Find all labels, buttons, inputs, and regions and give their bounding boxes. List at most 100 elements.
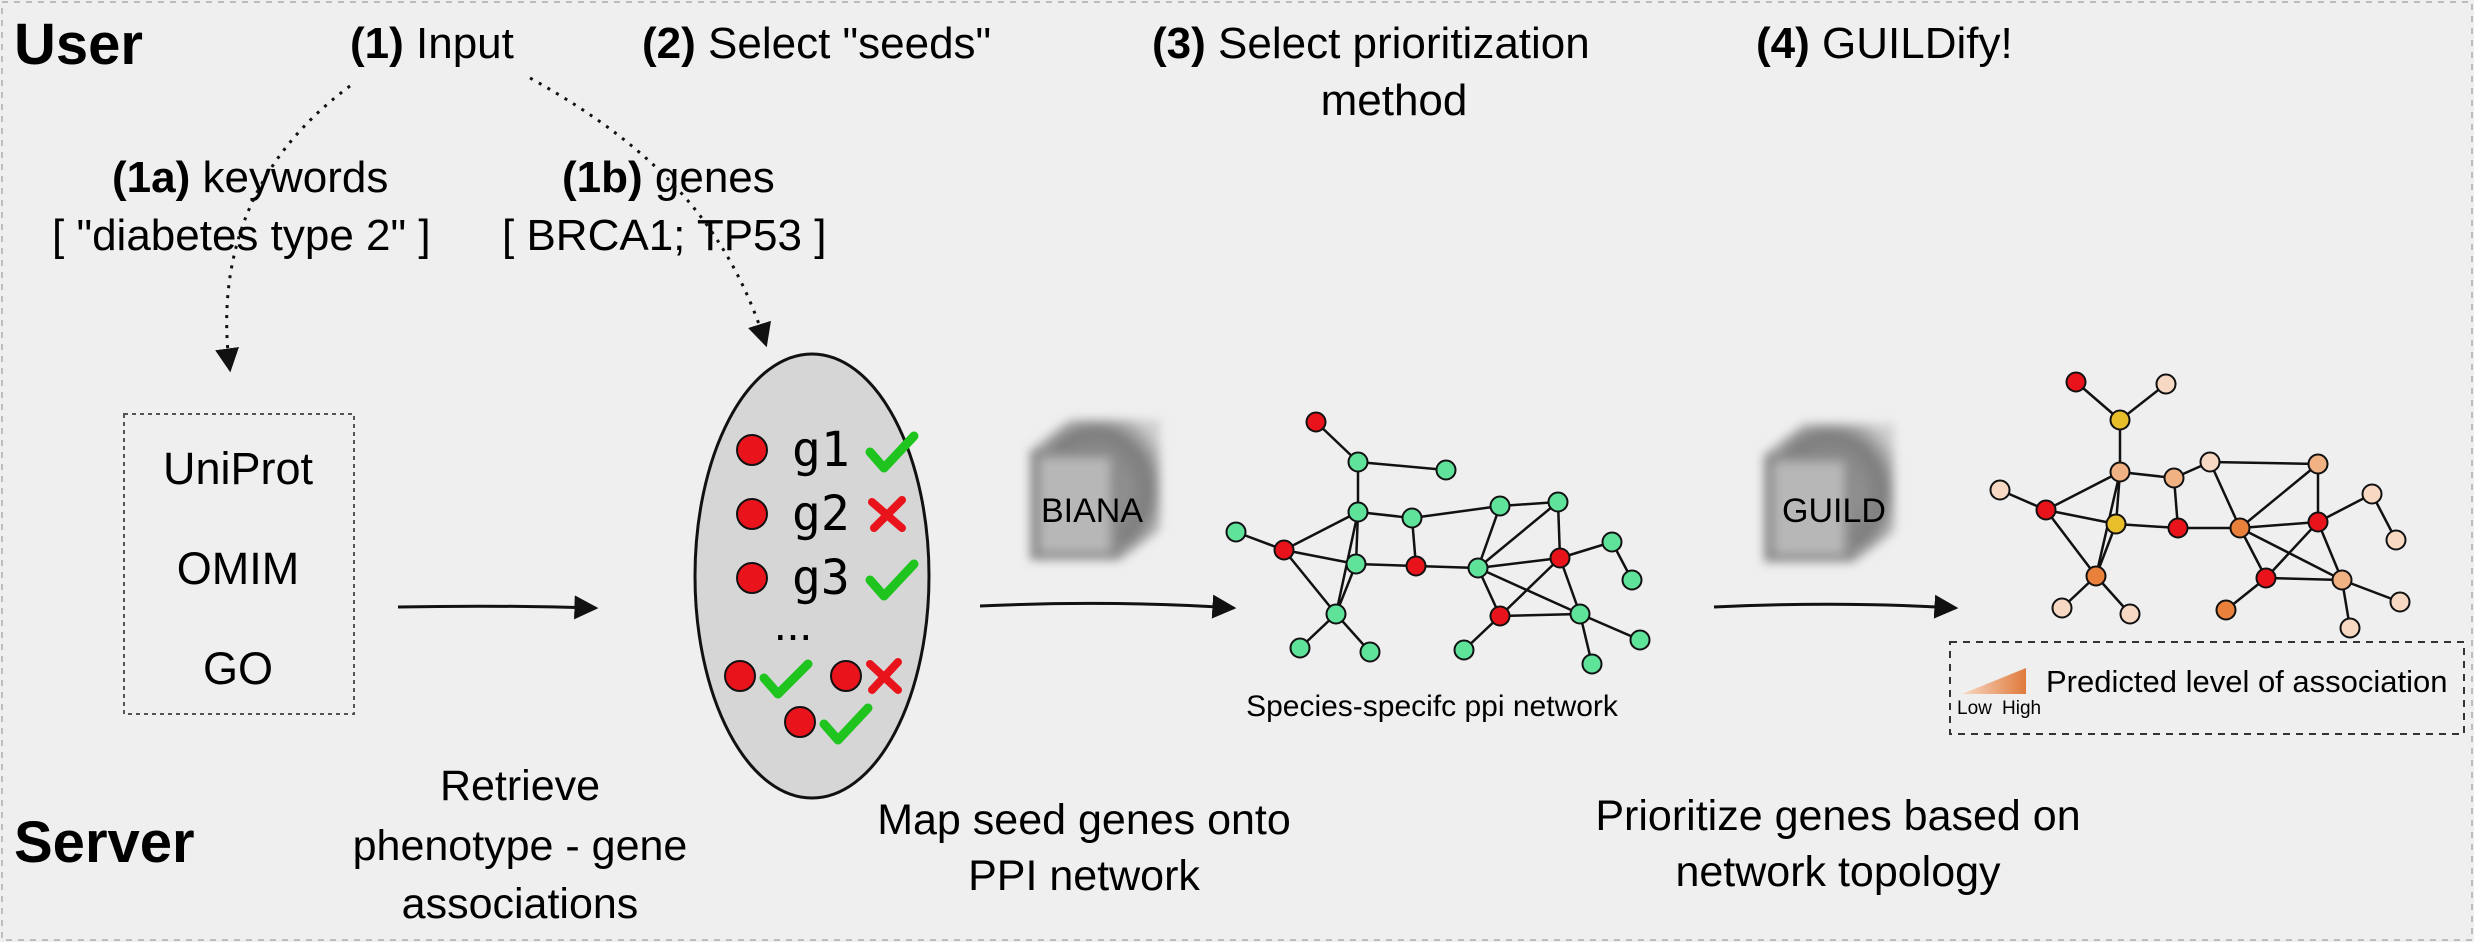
check-icon [759, 659, 813, 699]
network-node [1289, 637, 1311, 659]
network-edge [1283, 549, 1337, 615]
network-node [1629, 629, 1651, 651]
server-retrieve-line2: phenotype - gene [353, 822, 688, 870]
server-lane-title: Server [14, 810, 195, 875]
network-node [2119, 603, 2141, 625]
network-node [1273, 539, 1295, 561]
seed-gene-row: g2 [736, 486, 906, 542]
server-map-line2: PPI network [968, 852, 1200, 900]
arrow-databases-to-seeds [397, 595, 599, 620]
guild-label: GUILD [1782, 492, 1886, 530]
seed-gene-row: g3 [736, 550, 919, 606]
network-edge [2239, 526, 2343, 582]
network-node [2339, 617, 2361, 639]
seed-node [736, 562, 768, 594]
network-node [1453, 639, 1475, 661]
network-node [1621, 569, 1643, 591]
network-node [1547, 491, 1569, 513]
network-node [1467, 557, 1489, 579]
arrow-seeds-to-network [979, 594, 1237, 619]
seed-ellipsis: ... [774, 598, 812, 650]
network-node [2105, 513, 2127, 535]
network-node [1435, 459, 1457, 481]
network-node [1347, 501, 1369, 523]
check-icon [819, 703, 873, 745]
network-node [2109, 461, 2131, 483]
network-node [1325, 603, 1347, 625]
network-edge [2265, 576, 2343, 582]
check-icon [865, 431, 919, 473]
legend-high: High [2002, 698, 2041, 719]
network-edge [1579, 612, 1641, 642]
seed-gene-row: g1 [736, 422, 919, 478]
network-node [2065, 371, 2087, 393]
network-node [1347, 451, 1369, 473]
arrow-network-to-ranked [1713, 594, 1959, 619]
network-node [1549, 547, 1571, 569]
step-3-select-method-line2: method [1321, 76, 1468, 125]
network-node [2385, 529, 2407, 551]
network-node [2109, 409, 2131, 431]
network-node [2389, 591, 2411, 613]
seed-gene-label: g1 [792, 422, 850, 478]
server-retrieve-line1: Retrieve [440, 762, 600, 810]
network-edge [2239, 463, 2319, 529]
network-node [2307, 511, 2329, 533]
network-node [2331, 569, 2353, 591]
network-node [1345, 553, 1367, 575]
network-node [2085, 565, 2107, 587]
association-legend: Low High Predicted level of association [1949, 641, 2465, 735]
network-node [2167, 517, 2189, 539]
cross-icon [866, 658, 902, 694]
seed-gene-label: g2 [792, 486, 850, 542]
guild-cube-icon: GUILD [1764, 424, 1894, 562]
seed-node [830, 660, 862, 692]
legend-low: Low [1957, 698, 1992, 719]
network-edge [1477, 566, 1581, 616]
legend-gradient-wedge [1962, 668, 2026, 694]
network-edge [1499, 557, 1561, 617]
database-go: GO [203, 643, 273, 694]
ranked-network [1989, 371, 2411, 639]
database-uniprot: UniProt [163, 443, 314, 494]
network-edge [2045, 509, 2097, 577]
network-node [2361, 483, 2383, 505]
network-node [1489, 495, 1511, 517]
network-edge [2045, 508, 2117, 526]
legend-title: Predicted level of association [2046, 664, 2448, 699]
network-label: Species-specifc ppi network [1246, 690, 1619, 723]
seed-extra-group [724, 658, 902, 745]
network-edge [1499, 612, 1581, 618]
network-edge [2209, 460, 2319, 466]
network-node [1405, 555, 1427, 577]
network-node [2229, 517, 2251, 539]
database-box [123, 413, 355, 715]
network-node [1401, 507, 1423, 529]
network-edge [2265, 521, 2319, 579]
input-1b-value: [ BRCA1; TP53 ] [502, 211, 826, 260]
server-map-line1: Map seed genes onto [877, 796, 1291, 844]
network-node [2215, 599, 2237, 621]
seed-node [784, 706, 816, 738]
input-1a-value: [ "diabetes type 2" ] [52, 211, 431, 260]
network-node [2163, 467, 2185, 489]
network-edge [1357, 460, 1447, 472]
seed-gene-label: g3 [792, 550, 850, 606]
network-node [1225, 521, 1247, 543]
network-node [1601, 531, 1623, 553]
network-edge [2208, 461, 2242, 529]
network-edge [1477, 501, 1559, 569]
server-retrieve-line3: associations [402, 880, 639, 928]
cross-icon [868, 496, 906, 532]
check-icon [865, 559, 919, 601]
seed-gene-list: g1 g2 g3 [736, 422, 919, 606]
network-node [1581, 653, 1603, 675]
seed-node [736, 434, 768, 466]
ppi-network [1225, 411, 1651, 675]
biana-label: BIANA [1041, 492, 1143, 530]
step-3-select-method: (3) Select prioritization [1152, 19, 1590, 68]
input-1b-genes: (1b) genes [562, 153, 775, 202]
network-node [2051, 597, 2073, 619]
network-node [2035, 499, 2057, 521]
